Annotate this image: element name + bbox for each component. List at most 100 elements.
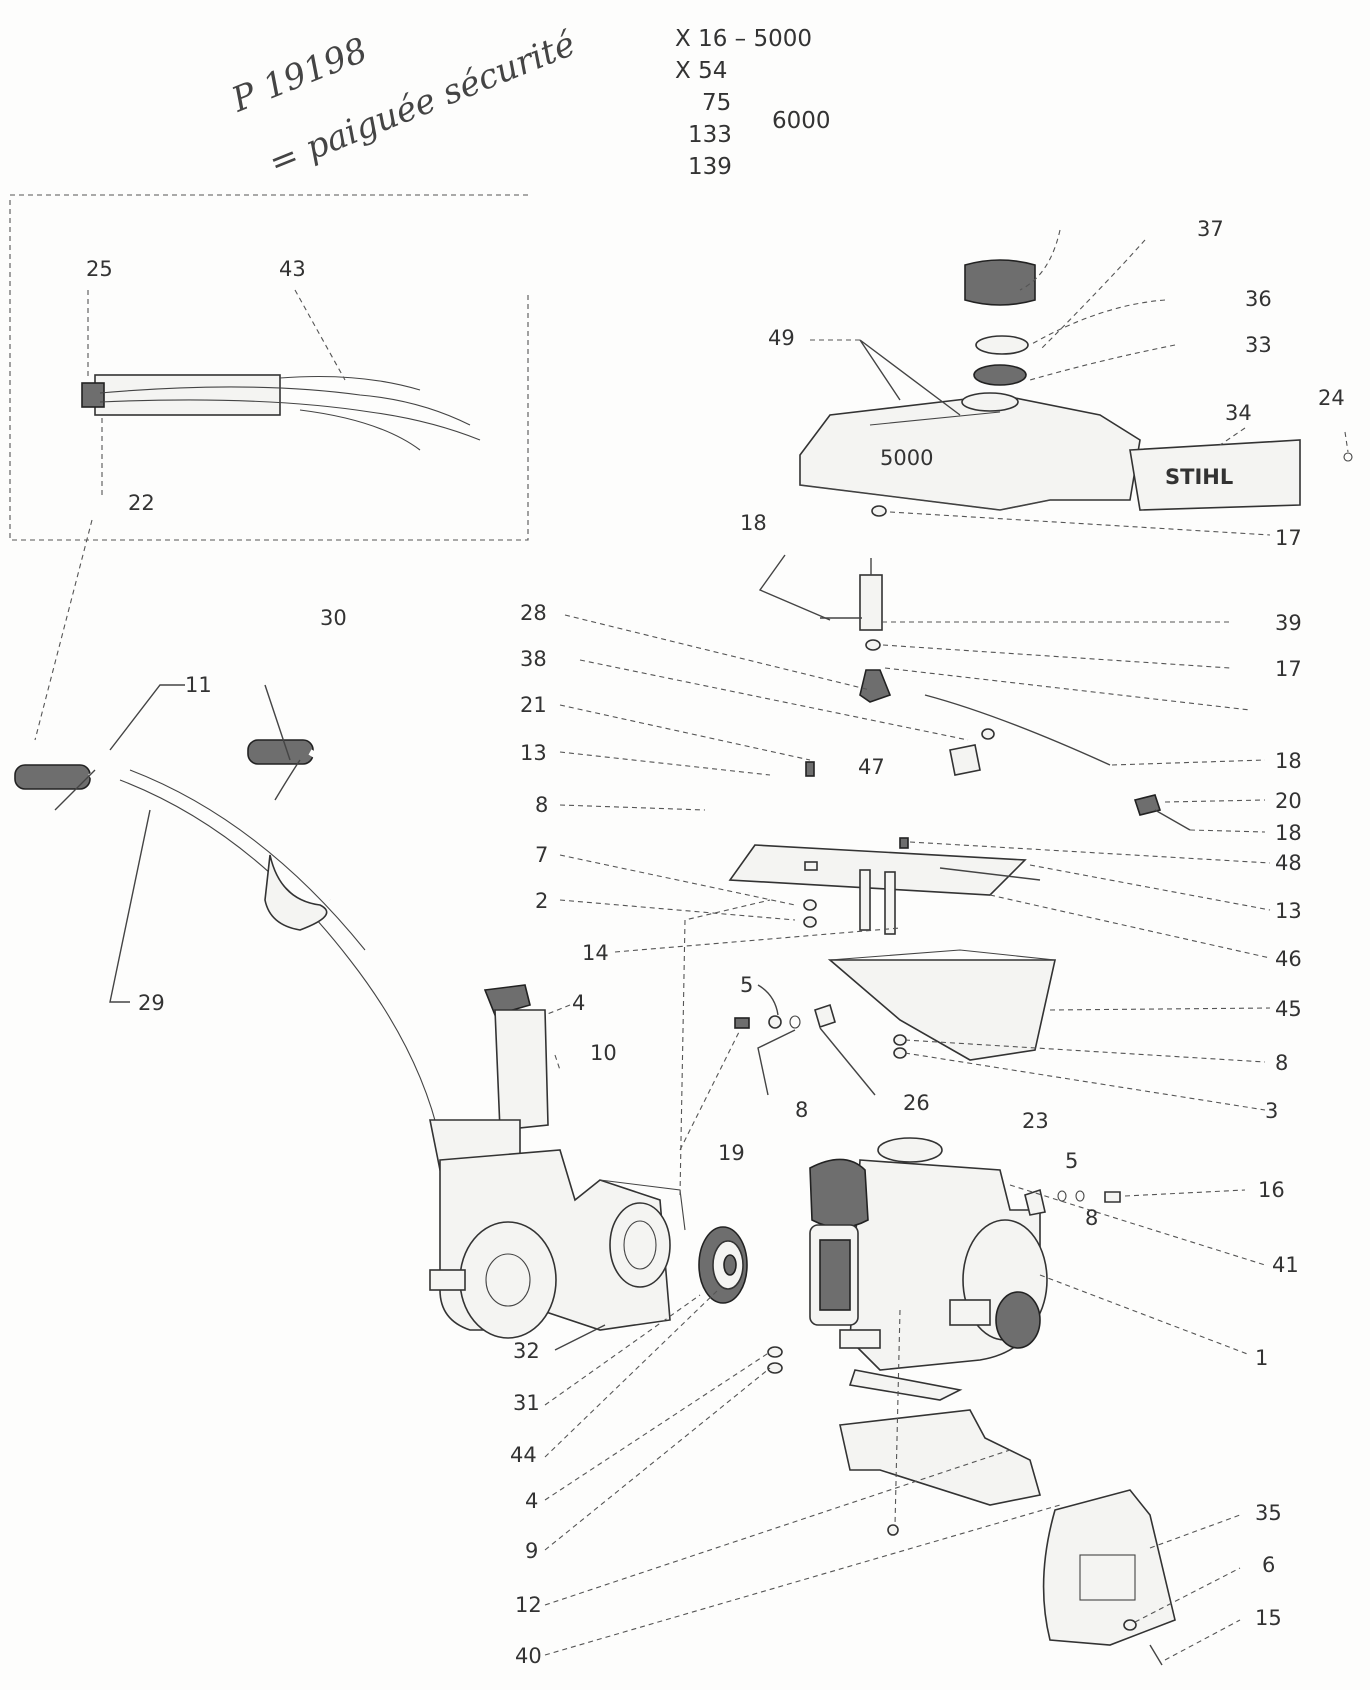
- air-filter-top: [809, 1158, 869, 1229]
- part-label: 18: [740, 511, 767, 535]
- part-label: 13: [520, 741, 547, 765]
- cap-seal: [975, 335, 1029, 355]
- part-label: 39: [1275, 611, 1302, 635]
- part-label: 48: [1275, 851, 1302, 875]
- part-label: 32: [513, 1339, 540, 1363]
- part-label: 4: [525, 1489, 538, 1513]
- svg-text:5000: 5000: [880, 446, 933, 470]
- part-label: 8: [535, 793, 548, 817]
- control-block: [483, 984, 531, 1016]
- handlebar-assembly: [14, 739, 531, 1141]
- part-label: 6: [1262, 1553, 1275, 1577]
- fuel-cap: [964, 259, 1036, 306]
- part-label: 49: [768, 326, 795, 350]
- part-label: 35: [1255, 1501, 1282, 1525]
- part-label: 4: [572, 991, 585, 1015]
- part-label: 37: [1197, 217, 1224, 241]
- fuel-line: [924, 694, 1111, 766]
- handwritten-line-1: P 19198: [225, 30, 372, 121]
- part-label: 14: [582, 941, 609, 965]
- part-label: 43: [279, 257, 306, 281]
- part-label: 38: [520, 647, 547, 671]
- grip-plug: [81, 382, 105, 408]
- pulley: [698, 1226, 748, 1304]
- handwritten-note: P 19198 = paiguée sécurité: [225, 24, 580, 183]
- part-label: 24: [1318, 386, 1345, 410]
- part-labels: 25 43 22 30 11 29 4 10 28 38 21 13 8 7 2…: [86, 217, 1345, 1668]
- part-label: 26: [903, 1091, 930, 1115]
- part-label: 2: [535, 889, 548, 913]
- tank-frame-plate: [728, 844, 1027, 896]
- tank-frame: [728, 761, 1056, 1061]
- part-label: 23: [1022, 1109, 1049, 1133]
- part-label: 16: [1258, 1178, 1285, 1202]
- part-label: 30: [320, 606, 347, 630]
- lower-bracket: [839, 1409, 1176, 1666]
- leader-lines: [34, 229, 1349, 1661]
- model-row-3: 75: [702, 90, 731, 116]
- part-label: 3: [1265, 1099, 1278, 1123]
- model-row-2: X 54: [675, 58, 727, 84]
- part-label: 9: [525, 1539, 538, 1563]
- fuel-valve-parts: [820, 558, 1191, 831]
- part-label: 7: [535, 843, 548, 867]
- part-label: 28: [520, 601, 547, 625]
- handwritten-line-2: = paiguée sécurité: [263, 24, 581, 183]
- part-label: 20: [1275, 789, 1302, 813]
- part-label: 17: [1275, 526, 1302, 550]
- part-label: 18: [1275, 821, 1302, 845]
- part-label: 44: [510, 1443, 537, 1467]
- engine-mount-plate: [839, 1409, 1042, 1506]
- part-label: 15: [1255, 1606, 1282, 1630]
- part-label: 17: [1275, 657, 1302, 681]
- part-label: 1: [1255, 1346, 1268, 1370]
- stihl-badge-plate: [1129, 439, 1301, 511]
- spark-plug-cap: [877, 1137, 943, 1163]
- part-label: 21: [520, 693, 547, 717]
- part-label: 40: [515, 1644, 542, 1668]
- model-row-1: X 16 – 5000: [675, 26, 812, 52]
- inset-detail: [9, 194, 530, 541]
- fuel-tank-assembly: 5000 STIHL: [799, 259, 1353, 517]
- output-flange: [609, 1202, 671, 1288]
- part-label: 5: [1065, 1149, 1078, 1173]
- part-label: 45: [1275, 997, 1302, 1021]
- part-label: 36: [1245, 287, 1272, 311]
- part-label: 22: [128, 491, 155, 515]
- column-tube: [494, 1009, 549, 1131]
- part-label: 10: [590, 1041, 617, 1065]
- clip: [949, 744, 981, 776]
- stihl-badge-text: STIHL: [1165, 465, 1233, 489]
- grip-tube: [94, 374, 281, 416]
- gearbox-cover: [459, 1221, 557, 1339]
- belt-guard: [1042, 1489, 1176, 1646]
- model-row-5: 139: [688, 154, 732, 180]
- model-list: X 16 – 5000 X 54 75 133 6000 139: [675, 26, 831, 180]
- right-grip: [247, 739, 314, 765]
- model-row-4-code: 6000: [772, 108, 831, 134]
- part-label: 19: [718, 1141, 745, 1165]
- tank-tray: [827, 959, 1056, 1061]
- part-label: 18: [1275, 749, 1302, 773]
- part-label: 13: [1275, 899, 1302, 923]
- part-label: 8: [1085, 1206, 1098, 1230]
- part-label: 41: [1272, 1253, 1299, 1277]
- model-row-4: 133: [688, 122, 732, 148]
- part-label: 8: [795, 1098, 808, 1122]
- part-label: 12: [515, 1593, 542, 1617]
- engine-block: [767, 1137, 1121, 1401]
- part-label: 33: [1245, 333, 1272, 357]
- part-label: 29: [138, 991, 165, 1015]
- part-label: 8: [1275, 1051, 1288, 1075]
- part-label: 47: [858, 755, 885, 779]
- gearbox-housing: [429, 1009, 686, 1339]
- fuel-tank: [799, 394, 1141, 511]
- part-label: 34: [1225, 401, 1252, 425]
- fuel-valve-body: [859, 574, 883, 631]
- part-label: 11: [185, 673, 212, 697]
- inset-frame: [9, 200, 529, 541]
- cable-lines: [99, 375, 481, 451]
- fuel-filter: [859, 669, 892, 703]
